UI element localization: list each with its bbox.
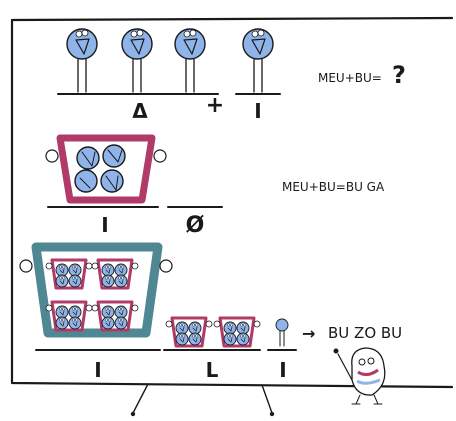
row1-symbol-right: I [254, 99, 261, 123]
row3-small-bubble [275, 318, 289, 347]
row3-result: BU ZO BU [328, 324, 402, 342]
teacher-character [333, 347, 386, 405]
row3-mini-pot-b [214, 318, 260, 346]
row2-symbol-right: Ø [186, 213, 205, 238]
row3-mini-pot-a [166, 318, 212, 346]
row1-plus: + [206, 93, 224, 118]
easel-legs [132, 383, 273, 414]
row3-symbol-mid: L [206, 358, 219, 382]
row2-pink-pot [45, 134, 167, 204]
row1-symbol-left: Δ [132, 99, 148, 123]
row2-equation: MEU+BU=BU GA [282, 180, 385, 194]
row3-symbol-small: I [279, 358, 286, 382]
row1-equation: MEU+BU= [318, 71, 382, 85]
row1-bubbles [66, 28, 274, 93]
row3-symbol-big: I [94, 358, 101, 382]
row3-arrow: → [302, 324, 315, 343]
row2-symbol-left: I [101, 213, 108, 237]
row1-question-mark: ? [392, 61, 406, 89]
row3-teal-pot [19, 242, 173, 338]
